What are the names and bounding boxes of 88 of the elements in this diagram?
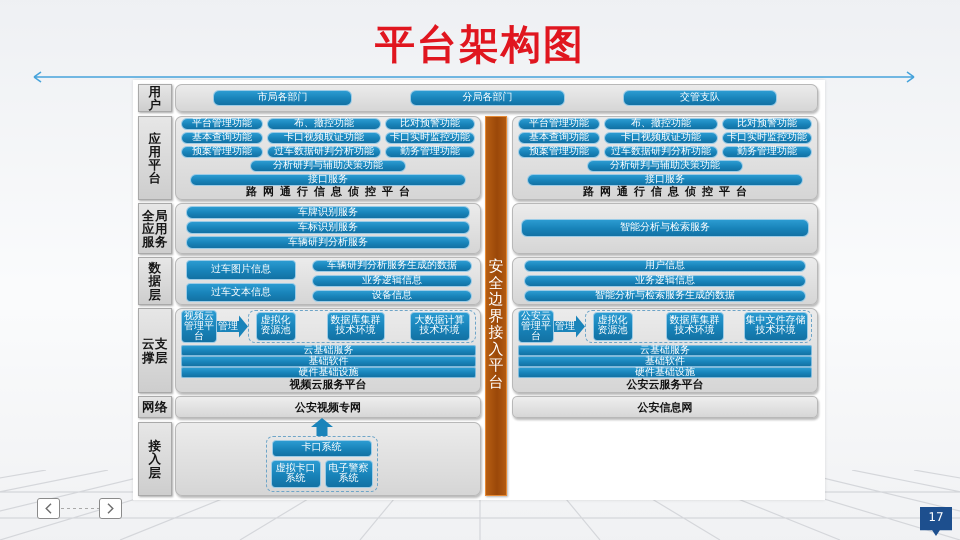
- module-tile: 过车图片信息: [186, 260, 296, 280]
- edge-label: 管理: [217, 322, 239, 332]
- module-pill: 车辆研判分析服务生成的数据: [312, 260, 472, 272]
- module-tile: 视频云管理平台: [181, 310, 217, 343]
- layer-panel: [175, 203, 481, 254]
- module-pill: 接口服务: [527, 174, 803, 186]
- module-tile: 数据库集群技术环境: [326, 312, 384, 340]
- module-pill: 预案管理功能: [518, 146, 600, 158]
- module-tile: 公安云管理平台: [518, 310, 554, 343]
- platform-name: 路网通行信息侦控平台: [245, 186, 416, 198]
- block-arrow: [554, 316, 585, 338]
- platform-name: 路网通行信息侦控平台: [582, 186, 753, 198]
- network-panel: 公安信息网: [512, 396, 818, 418]
- module-pill: 业务逻辑信息: [312, 275, 472, 287]
- base-layer-bar: 云基础服务: [518, 345, 812, 356]
- base-layer-bar: 硬件基础设施: [518, 367, 812, 378]
- layer-label: 数据层: [138, 257, 172, 305]
- layer-panel: [175, 116, 481, 200]
- module-tile: 虚拟化资源池: [256, 312, 296, 340]
- block-arrow: [217, 316, 248, 338]
- layer-label: 接入层: [138, 422, 172, 496]
- module-pill: 卡口视频取证功能: [267, 132, 381, 144]
- dashed-group-frame: [248, 310, 476, 343]
- dashed-group-frame: [266, 436, 378, 492]
- layer-panel: [175, 84, 818, 112]
- module-pill: 车辆研判分析服务: [186, 236, 470, 249]
- module-pill: 车牌识别服务: [186, 206, 470, 219]
- module-pill: 交管支队: [623, 90, 777, 106]
- module-pill: 布、撤控功能: [267, 118, 381, 130]
- module-pill: 比对预警功能: [385, 118, 475, 130]
- layer-panel: [175, 257, 481, 305]
- module-tile: 电子警察系统: [324, 460, 372, 488]
- boundary-platform-bar: 安全边界接入平台: [485, 116, 507, 496]
- module-pill: 车标识别服务: [186, 221, 470, 234]
- module-pill: 卡口视频取证功能: [604, 132, 718, 144]
- layer-panel: [512, 116, 818, 200]
- layer-label: 全局应用服务: [138, 203, 172, 254]
- edge-label: 管理: [554, 322, 576, 332]
- module-pill: 市局各部门: [213, 90, 352, 106]
- network-panel: 公安视频专网: [175, 396, 481, 418]
- module-pill: 分析研判与辅助决策功能: [250, 160, 406, 172]
- layer-label: 云支撑层: [138, 308, 172, 393]
- module-tile: 大数据计算技术环境: [410, 312, 470, 340]
- layer-label: 网络: [138, 396, 172, 418]
- page-number: 17: [920, 507, 952, 536]
- module-pill: 业务逻辑信息: [524, 275, 806, 287]
- module-pill: 过车数据研判分析功能: [267, 146, 381, 158]
- platform-name: 视频云服务平台: [290, 378, 366, 391]
- platform-name: 公安云服务平台: [626, 378, 704, 391]
- base-layer-bar: 硬件基础设施: [181, 367, 476, 378]
- module-pill: 布、撤控功能: [604, 118, 718, 130]
- module-pill: 接口服务: [190, 174, 466, 186]
- module-pill: 基本查询功能: [518, 132, 600, 144]
- layer-panel: [512, 203, 818, 254]
- module-pill: 智能分析与检索服务生成的数据: [524, 290, 806, 302]
- module-pill: 过车数据研判分析功能: [604, 146, 718, 158]
- module-pill: 卡口实时监控功能: [385, 132, 475, 144]
- base-layer-bar: 云基础服务: [181, 345, 476, 356]
- module-pill: 智能分析与检索服务: [521, 219, 809, 237]
- module-tile: 虚拟化资源池: [592, 312, 632, 340]
- module-pill: 勤务管理功能: [385, 146, 475, 158]
- layer-label: 应用平台: [138, 116, 172, 200]
- module-pill: 基本查询功能: [181, 132, 263, 144]
- layer-panel: [512, 308, 818, 393]
- module-pill: 预案管理功能: [181, 146, 263, 158]
- module-tile: 集中文件存储技术环境: [744, 312, 808, 340]
- dashed-group-frame: [585, 310, 812, 343]
- module-pill: 用户信息: [524, 260, 806, 272]
- module-tile: 过车文本信息: [186, 283, 296, 302]
- module-pill: 分析研判与辅助决策功能: [587, 160, 743, 172]
- module-pill: 勤务管理功能: [722, 146, 812, 158]
- module-tile: 数据库集群技术环境: [666, 312, 724, 340]
- layer-panel: [175, 308, 481, 393]
- module-tile: 虚拟卡口系统: [270, 460, 320, 488]
- layer-panel: [512, 257, 818, 305]
- module-pill: 比对预警功能: [722, 118, 812, 130]
- module-pill: 分局各部门: [410, 90, 565, 106]
- module-pill: 平台管理功能: [181, 118, 263, 130]
- layer-label: 用户: [138, 84, 172, 112]
- module-pill: 卡口实时监控功能: [722, 132, 812, 144]
- page-title: 平台架构图: [375, 22, 585, 68]
- module-tile: 卡口系统: [272, 440, 372, 456]
- layer-panel: [175, 422, 481, 496]
- base-layer-bar: 基础软件: [181, 356, 476, 367]
- module-pill: 平台管理功能: [518, 118, 600, 130]
- base-layer-bar: 基础软件: [518, 356, 812, 367]
- module-pill: 设备信息: [312, 290, 472, 302]
- block-arrow: [311, 418, 333, 436]
